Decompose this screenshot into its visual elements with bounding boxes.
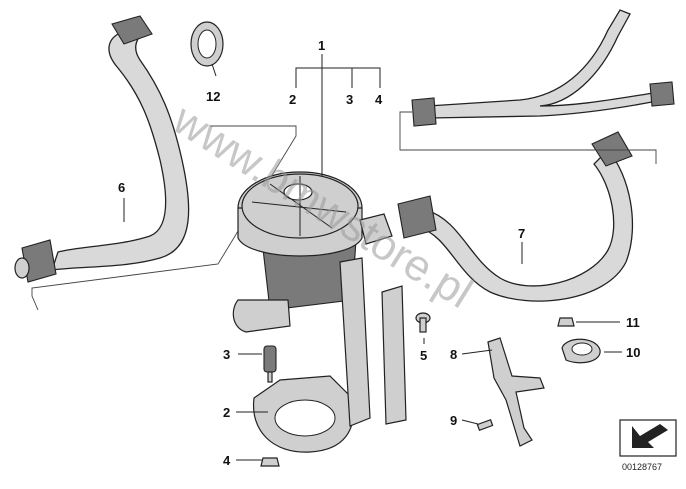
callout-5: 5	[420, 348, 427, 363]
hose-6[interactable]	[14, 15, 190, 283]
callout-2: 2	[223, 405, 230, 420]
reference-number: 00128767	[622, 462, 662, 472]
bolt-9[interactable]	[476, 419, 494, 431]
bolt-5[interactable]	[415, 312, 431, 333]
callout-1: 1	[318, 38, 325, 53]
callout-numbers: 1 2 3 4 12 6 7 3 2 4 5 8 9 10 11	[118, 38, 640, 468]
bracket-2[interactable]	[252, 257, 407, 453]
nut-11[interactable]	[557, 317, 575, 327]
clamp-12[interactable]	[190, 21, 224, 67]
leader-lines	[123, 54, 622, 461]
callout-6: 6	[118, 180, 125, 195]
callout-10: 10	[626, 345, 640, 360]
bracket-8[interactable]	[487, 337, 545, 447]
y-pipe-frame	[399, 111, 657, 164]
nut-4[interactable]	[260, 457, 280, 467]
secondary-air-pump-1[interactable]	[232, 171, 393, 333]
hose-6-frame	[31, 125, 297, 311]
callout-9: 9	[450, 413, 457, 428]
callout-4: 4	[223, 453, 231, 468]
callout-3: 3	[223, 347, 230, 362]
callout-7: 7	[518, 226, 525, 241]
hose-7[interactable]	[397, 131, 634, 302]
callout-11: 11	[626, 315, 640, 330]
y-pipe[interactable]	[411, 9, 675, 127]
callout-2-top: 2	[289, 92, 296, 107]
arrow-icon	[619, 419, 677, 457]
clamp-10[interactable]	[561, 338, 601, 364]
rubber-mount-3[interactable]	[263, 345, 277, 383]
callout-4-top: 4	[375, 92, 383, 107]
callout-12: 12	[206, 89, 220, 104]
callout-8: 8	[450, 347, 457, 362]
callout-3-top: 3	[346, 92, 353, 107]
